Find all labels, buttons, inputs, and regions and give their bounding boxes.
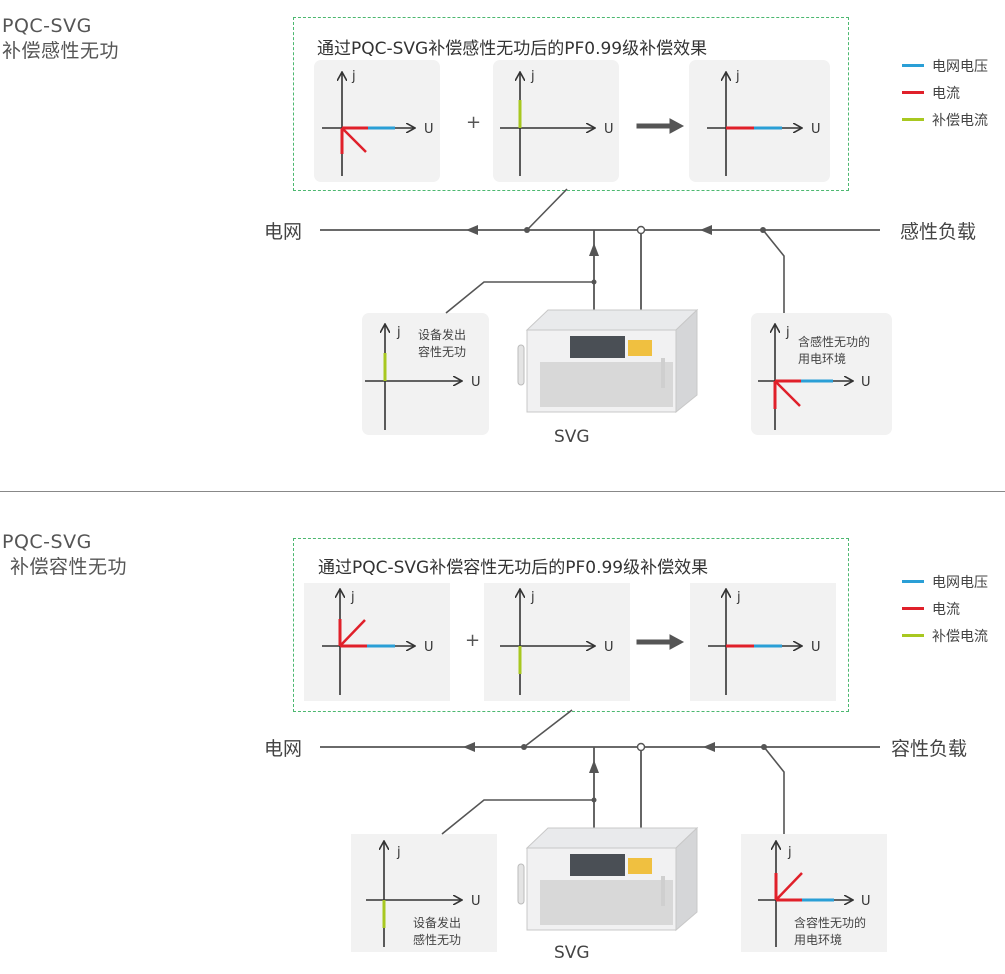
diagram-drawing: j U + j U j U (320, 69, 880, 430)
legend: 电网电压 电流 补偿电流 (902, 52, 988, 133)
phasor-card-after (690, 583, 836, 701)
section-title-line1: PQC-SVG (2, 15, 92, 37)
device-output-text: 设备发出 容性无功 (418, 328, 467, 359)
svg-device-image (517, 826, 699, 932)
section-title: PQC-SVG 补偿容性无功 (2, 530, 127, 580)
phasor-card-after (689, 60, 830, 182)
phasor-compensation: j U (500, 590, 614, 695)
svg-device-image (517, 308, 699, 414)
svg-text:U: U (811, 122, 821, 137)
svg-text:j: j (530, 69, 535, 84)
legend: 电网电压 电流 补偿电流 (902, 568, 988, 649)
section-capacitive: PQC-SVG 补偿容性无功 通过PQC-SVG补偿容性无功后的PF0.99级补… (0, 492, 1005, 974)
axis-label-j: j (351, 69, 356, 84)
grid-label: 电网 (264, 738, 303, 760)
phasor-load: j U (758, 842, 871, 947)
plus-sign: + (466, 112, 481, 133)
phasor-load: j U (758, 325, 871, 430)
phasor-after: j U (707, 69, 821, 176)
load-env-text: 含容性无功的 用电环境 (794, 916, 867, 947)
section-title: PQC-SVG 补偿感性无功 (2, 14, 119, 64)
phasor-card-device (362, 313, 489, 435)
section-divider (0, 491, 1005, 492)
phasor-card-before (304, 583, 450, 701)
phasor-compensation: j U (500, 69, 614, 176)
phasor-card-device (351, 834, 497, 952)
grid-line (320, 709, 880, 840)
svg-text:U: U (424, 640, 434, 655)
panel-title: 通过PQC-SVG补偿容性无功后的PF0.99级补偿效果 (318, 558, 709, 578)
device-label: SVG (554, 943, 590, 963)
device-output-text: 设备发出 感性无功 (413, 916, 462, 947)
result-arrow (636, 118, 685, 134)
plus-sign: + (465, 630, 480, 651)
svg-text:U: U (471, 894, 481, 909)
phasor-card-compensation (484, 583, 630, 701)
section-title-line2: 补偿感性无功 (2, 40, 120, 62)
load-env-text: 含感性无功的 用电环境 (798, 335, 871, 366)
section-title-line2: 补偿容性无功 (10, 556, 128, 578)
phasor-after: j U (708, 590, 821, 695)
section-title-line1: PQC-SVG (2, 531, 92, 553)
device-label: SVG (554, 427, 590, 447)
svg-text:U: U (861, 375, 871, 390)
svg-text:j: j (396, 325, 401, 340)
phasor-card-before (314, 60, 440, 182)
svg-text:U: U (861, 894, 871, 909)
svg-text:j: j (785, 325, 790, 340)
svg-text:j: j (735, 69, 740, 84)
load-label: 感性负载 (900, 221, 977, 243)
phasor-before: j U (322, 69, 434, 176)
phasor-device: j U (365, 325, 481, 430)
svg-text:j: j (530, 590, 535, 605)
phasor-before: j U (322, 590, 434, 695)
legend-item-voltage: 电网电压 (902, 568, 988, 595)
svg-text:j: j (787, 845, 792, 860)
svg-text:j: j (396, 845, 401, 860)
svg-text:U: U (811, 640, 821, 655)
diagram-drawing: j U + j U j U (320, 492, 880, 947)
svg-text:j: j (350, 590, 355, 605)
phasor-card-load (741, 834, 887, 952)
panel-title: 通过PQC-SVG补偿感性无功后的PF0.99级补偿效果 (317, 39, 708, 59)
result-arrow (636, 634, 685, 650)
grid-line (320, 188, 880, 325)
phasor-device: j U (366, 842, 481, 947)
svg-text:j: j (736, 590, 741, 605)
legend-item-voltage: 电网电压 (902, 52, 988, 79)
svg-text:U: U (471, 375, 481, 390)
svg-text:U: U (604, 122, 614, 137)
legend-item-compensation: 补偿电流 (902, 622, 988, 649)
legend-item-current: 电流 (902, 595, 988, 622)
legend-item-compensation: 补偿电流 (902, 106, 988, 133)
phasor-card-compensation (493, 60, 619, 182)
svg-text:U: U (604, 640, 614, 655)
legend-item-current: 电流 (902, 79, 988, 106)
grid-label: 电网 (264, 221, 303, 243)
section-inductive: PQC-SVG 补偿感性无功 通过PQC-SVG补偿感性无功后的PF0.99级补… (2, 14, 988, 447)
load-label: 容性负载 (891, 738, 968, 760)
compensation-effect-panel (293, 17, 849, 191)
axis-label-u: U (424, 122, 434, 137)
